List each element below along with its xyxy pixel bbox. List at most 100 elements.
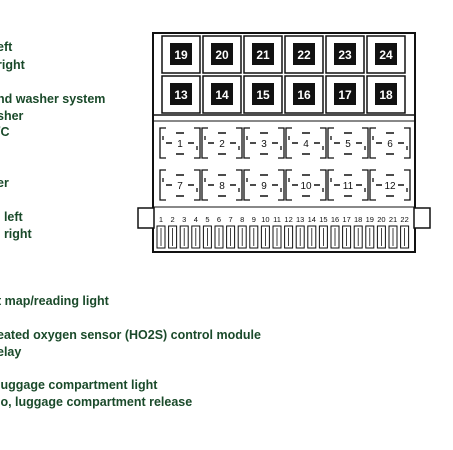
legend-label: , left — [0, 210, 23, 224]
fuse-8: 8 — [237, 215, 247, 249]
relay-position-20: 20 — [202, 35, 242, 74]
panel-outline — [152, 32, 416, 253]
legend-label: er — [0, 176, 9, 190]
relay-number: 18 — [379, 88, 393, 102]
legend-label: eft — [0, 40, 13, 54]
legend-label: io, luggage compartment release — [0, 395, 193, 409]
relay-number: 11 — [343, 181, 354, 192]
legend-label: sher — [0, 109, 24, 123]
fuse-1: 1 — [156, 215, 166, 249]
fuse-4: 4 — [191, 215, 201, 249]
relay-number: 23 — [338, 48, 352, 62]
fuse-22: 22 — [400, 215, 410, 249]
relay-position-6: 6 — [369, 127, 411, 159]
relay-position-17: 17 — [325, 75, 365, 114]
relay-position-24: 24 — [366, 35, 406, 74]
legend-label: elay — [0, 345, 22, 359]
relay-number: 7 — [177, 181, 183, 192]
relay-position-21: 21 — [243, 35, 283, 74]
fuse-3: 3 — [179, 215, 189, 249]
fuse-number: 20 — [377, 215, 385, 224]
fuse-16: 16 — [330, 215, 340, 249]
legend-label: /C — [0, 125, 10, 139]
fuse-13: 13 — [295, 215, 305, 249]
relay-number: 17 — [338, 88, 352, 102]
relay-number: 14 — [215, 88, 229, 102]
fuse-number: 22 — [400, 215, 408, 224]
relay-number: 13 — [174, 88, 188, 102]
fuse-12: 12 — [284, 215, 294, 249]
fuse-number: 9 — [252, 215, 256, 224]
relay-position-15: 15 — [243, 75, 283, 114]
fuse-number: 19 — [366, 215, 374, 224]
fuse-number: 15 — [319, 215, 327, 224]
relay-position-2: 2 — [201, 127, 243, 159]
relay-number: 8 — [219, 181, 225, 192]
fuse-2: 2 — [168, 215, 178, 249]
fuse-number: 11 — [273, 215, 281, 224]
fuse-14: 14 — [307, 215, 317, 249]
left-mount-tab — [137, 207, 155, 229]
fuse-number: 7 — [229, 215, 233, 224]
relay-position-12: 12 — [369, 169, 411, 201]
relay-position-23: 23 — [325, 35, 365, 74]
fuse-6: 6 — [214, 215, 224, 249]
fuse-19: 19 — [365, 215, 375, 249]
legend-label: eated oxygen sensor (HO2S) control modul… — [0, 328, 261, 342]
relay-number: 6 — [387, 139, 393, 150]
relay-position-13: 13 — [161, 75, 201, 114]
fuse-number: 4 — [194, 215, 198, 224]
relay-position-4: 4 — [285, 127, 327, 159]
relay-number: 10 — [300, 181, 312, 192]
fuse-11: 11 — [272, 215, 282, 249]
relay-number: 4 — [303, 139, 309, 150]
fuse-9: 9 — [249, 215, 259, 249]
fuse-7: 7 — [226, 215, 236, 249]
relay-number: 24 — [379, 48, 393, 62]
relay-position-8: 8 — [201, 169, 243, 201]
relay-position-3: 3 — [243, 127, 285, 159]
relay-number: 20 — [215, 48, 229, 62]
relay-position-19: 19 — [161, 35, 201, 74]
legend-label: , right — [0, 227, 32, 241]
relay-position-5: 5 — [327, 127, 369, 159]
fuse-number: 10 — [261, 215, 269, 224]
relay-position-18: 18 — [366, 75, 406, 114]
relay-number: 16 — [297, 88, 311, 102]
fuse-15: 15 — [318, 215, 328, 249]
relay-position-16: 16 — [284, 75, 324, 114]
fuse-number: 8 — [240, 215, 244, 224]
relay-number: 3 — [261, 139, 267, 150]
right-mount-tab — [413, 207, 431, 229]
relay-position-1: 1 — [159, 127, 201, 159]
relay-position-11: 11 — [327, 169, 369, 201]
fuse-number: 12 — [284, 215, 292, 224]
relay-position-14: 14 — [202, 75, 242, 114]
relay-number: 19 — [174, 48, 188, 62]
relay-number: 5 — [345, 139, 351, 150]
fuse-20: 20 — [376, 215, 386, 249]
fuse-number: 13 — [296, 215, 304, 224]
fuse-number: 3 — [182, 215, 186, 224]
relay-number: 15 — [256, 88, 270, 102]
legend-label: nd washer system — [0, 92, 106, 106]
fuse-number: 6 — [217, 215, 221, 224]
fuse-5: 5 — [202, 215, 212, 249]
relay-number: 1 — [177, 139, 183, 150]
fuse-number: 16 — [331, 215, 339, 224]
fuse-number: 17 — [342, 215, 350, 224]
relay-number: 9 — [261, 181, 267, 192]
relay-position-10: 10 — [285, 169, 327, 201]
fuse-number: 5 — [205, 215, 209, 224]
relay-number: 2 — [219, 139, 225, 150]
relay-number: 12 — [384, 181, 396, 192]
fuse-number: 18 — [354, 215, 362, 224]
legend-label: right — [0, 58, 25, 72]
legend-label: luggage compartment light — [0, 378, 158, 392]
relay-position-7: 7 — [159, 169, 201, 201]
fuse-number: 1 — [159, 215, 163, 224]
fuse-10: 10 — [260, 215, 270, 249]
relay-number: 21 — [256, 48, 270, 62]
fuse-number: 14 — [308, 215, 316, 224]
